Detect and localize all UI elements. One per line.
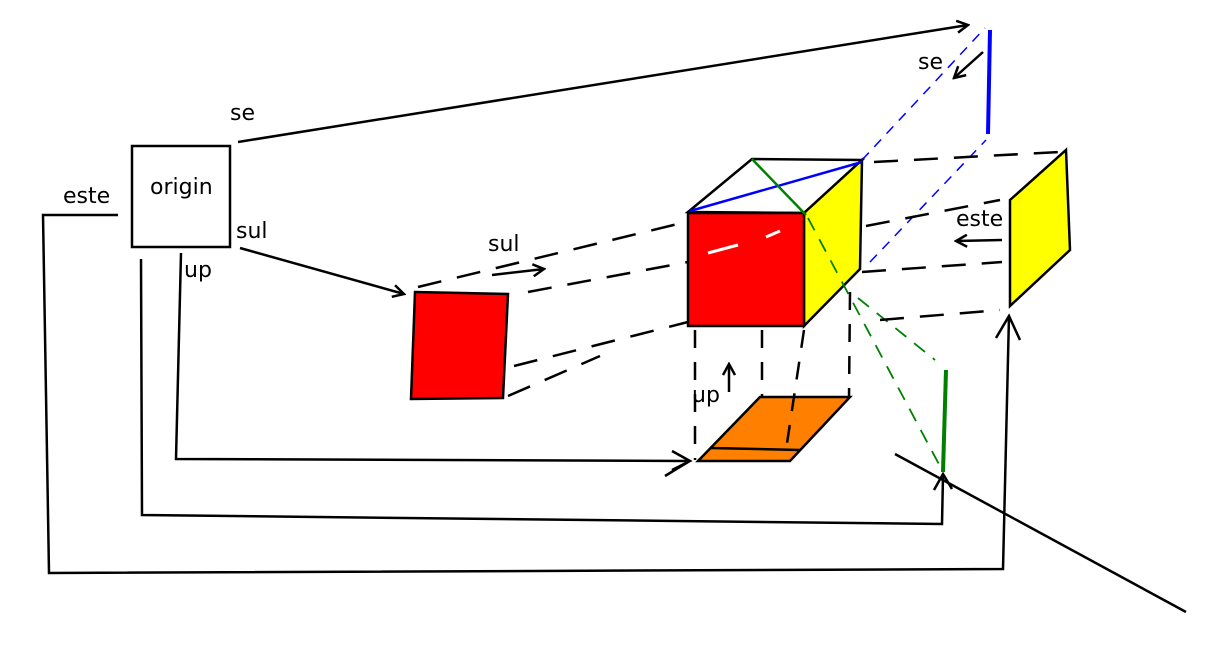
arrow-se-origin <box>237 25 968 144</box>
cube-diagonal-green <box>751 158 807 216</box>
cube-diagonal-blue <box>689 160 863 213</box>
label-up-origin: up <box>184 258 212 283</box>
blue-line <box>986 29 992 135</box>
path-up-origin <box>174 252 689 463</box>
cube-mark-dash <box>765 229 781 239</box>
label-sul-origin: sul <box>236 219 268 244</box>
green-line <box>941 369 948 473</box>
label-este-right: este <box>956 207 1004 232</box>
dashed-projection-blue <box>861 27 987 263</box>
orange-face-inner <box>709 446 801 452</box>
arrow-sul-small <box>491 269 544 275</box>
arrow-sul-origin <box>239 246 404 294</box>
label-origin: origin <box>150 175 213 200</box>
dashed-projection-green <box>807 217 943 471</box>
arrow-este-small <box>956 240 1003 241</box>
origin-box <box>130 144 232 249</box>
dashed-projection-red <box>417 220 689 398</box>
label-se-top: se <box>230 101 255 126</box>
orange-face <box>695 395 853 463</box>
path-este-origin <box>41 213 1011 575</box>
cube <box>684 157 866 330</box>
path-green-origin <box>139 258 945 526</box>
ray-bottom-right <box>894 452 1187 614</box>
dashed-orange-tail <box>664 460 689 478</box>
label-este-left: este <box>63 184 111 209</box>
yellow-panel <box>1008 147 1072 309</box>
cube-front-face <box>686 211 806 328</box>
red-square <box>409 290 510 401</box>
label-se-right: se <box>918 50 943 75</box>
label-up-bottom: up <box>692 383 720 408</box>
cube-mark <box>707 243 739 255</box>
dashed-projection-orange <box>693 291 852 460</box>
arrowhead-este-bottom <box>994 313 1022 341</box>
label-sul-mid: sul <box>488 232 520 257</box>
dashed-projection-yellow <box>861 150 1061 322</box>
arrow-se-small <box>954 51 984 78</box>
